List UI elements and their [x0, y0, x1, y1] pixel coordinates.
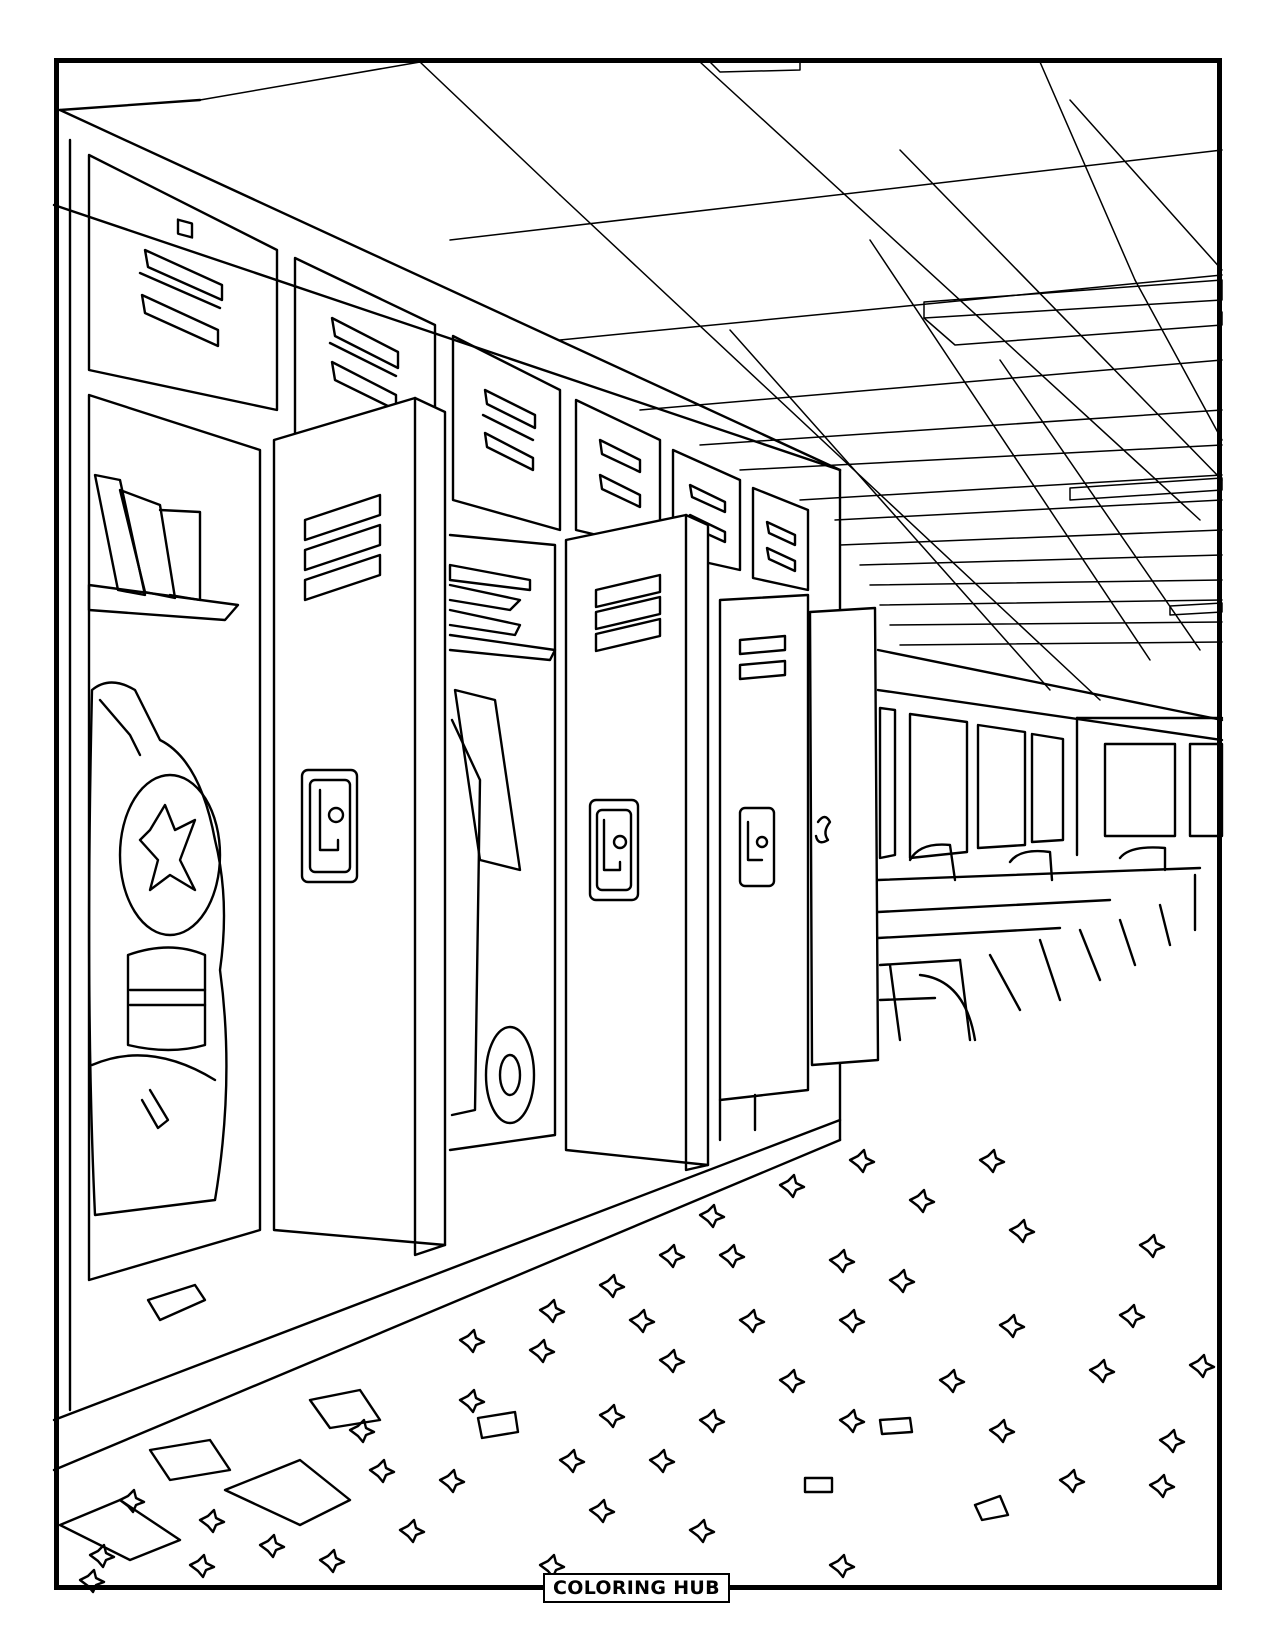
classroom-desks-and-chairs [876, 843, 1202, 1042]
classroom-background [876, 648, 1224, 860]
open-locker-door-3 [718, 593, 810, 1142]
open-locker-door-1 [272, 396, 447, 1257]
floor-confetti [78, 1148, 1216, 1594]
brand-footer-label: COLORING HUB [543, 1573, 730, 1603]
open-locker-door-2 [564, 513, 710, 1172]
page-border-frame [54, 58, 1222, 1590]
ceiling-light-fixtures [709, 61, 1223, 616]
ceiling-tiles [199, 61, 1223, 701]
floor-papers [58, 1283, 1010, 1562]
open-locker-door-4 [808, 606, 880, 1067]
locker-compartment-2 [448, 533, 557, 1152]
backpack [87, 681, 228, 1217]
upper-locker-doors [87, 153, 810, 592]
